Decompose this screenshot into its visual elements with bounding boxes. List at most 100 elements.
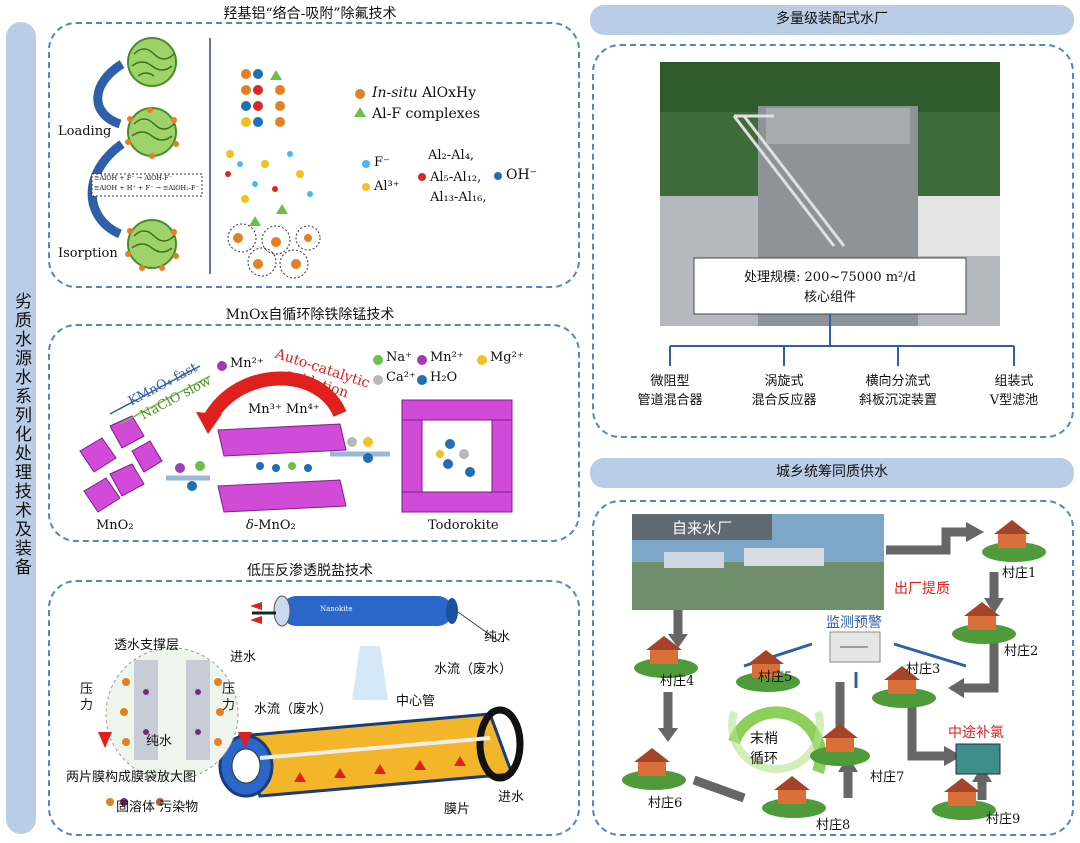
pressure-right-label: 压力 — [222, 682, 236, 713]
legend-na-dot — [373, 355, 383, 365]
village-6: 村庄6 — [648, 796, 683, 811]
end-loop-label-2: 循环 — [750, 751, 778, 767]
monitor-label: 监测预警 — [826, 615, 882, 631]
delta-symbol: δ — [246, 518, 254, 533]
water-plant-label: 自来水厂 — [672, 519, 733, 537]
legend-ca-dot — [373, 375, 383, 385]
component-filter-l1: 组装式 — [994, 374, 1034, 389]
solute-label: 固溶体 污染物 — [116, 800, 199, 815]
legend-mg-dot — [477, 355, 487, 365]
membrane-sheet-label: 膜片 — [444, 802, 471, 817]
legend-alf-triangle — [354, 107, 366, 117]
membrane-pouch-zoom — [98, 647, 252, 781]
ion-oh-label: OH⁻ — [506, 167, 538, 183]
todorokite-structure — [401, 399, 513, 513]
flow-waste-label-1: 水流（废水） — [434, 662, 513, 677]
al-species-1: Al₂-Al₄, — [428, 148, 475, 163]
legend-na: Na⁺ — [386, 350, 412, 365]
village-1: 村庄1 — [1002, 566, 1037, 581]
legend-alox-dot — [355, 89, 365, 99]
adsorbent-sphere-top — [127, 37, 177, 87]
village-3: 村庄3 — [906, 662, 941, 677]
ro-diagram — [98, 595, 524, 806]
inner-pure-water-label: 纯水 — [146, 734, 173, 749]
mn-removal-diagram — [79, 355, 513, 513]
membrane-pouch-label: 两片膜构成膜袋放大图 — [66, 770, 197, 785]
component-mixer-l2: 管道混合器 — [637, 393, 703, 408]
component-settler-l1: 横向分流式 — [865, 374, 931, 389]
panel-urban-rural-supply: 自来水厂 出厂提质 监测预警 末梢 循环 中途补氯 村庄1 村庄2 村庄3 村庄… — [592, 500, 1074, 836]
flow-arrows — [294, 756, 466, 782]
legend-mn-dot — [417, 355, 427, 365]
village-4: 村庄4 — [660, 674, 695, 689]
support-layer-label: 透水支撑层 — [114, 638, 180, 653]
village-5: 村庄5 — [758, 670, 793, 685]
end-loop-label-1: 末梢 — [750, 731, 778, 747]
feed-in-label: 进水 — [230, 650, 257, 665]
al-species-2: Al₅-Al₁₂, — [430, 170, 482, 185]
scale-box — [693, 257, 967, 315]
panel-ro-desalination: Nanokite 透水支撑层 压力 压力 纯水 进水 纯水 水流（废水） 水流（… — [48, 580, 580, 836]
kmno4-arrow — [109, 365, 201, 415]
component-filter: 组装式 V型滤池 — [964, 372, 1064, 410]
panel4-title: 多量级装配式水厂 — [590, 5, 1074, 35]
flow-waste-label-2: 水流（废水） — [254, 702, 333, 717]
adsorbent-sphere-bottom — [125, 219, 179, 271]
ro-inlet-arrows — [250, 602, 262, 624]
legend-h2o-dot — [417, 375, 427, 385]
plant-scale-label: 处理规模: 200~75000 m²/d — [744, 270, 916, 285]
panel3-title: 低压反渗透脱盐技术 — [247, 563, 373, 579]
mno2-label: MnO₂ — [96, 518, 134, 533]
isorption-label: Isorption — [58, 246, 118, 261]
loading-label: Loading — [58, 124, 112, 139]
legend-f-dot — [362, 160, 370, 168]
legend-mn-top-dot — [217, 361, 227, 371]
legend-alf: Al-F complexes — [372, 106, 481, 122]
panel-defluoridation: Loading Isorption ≡AlOH + F⁻ → AlOH-F⁻ ≡… — [48, 22, 580, 288]
legend-mg: Mg²⁺ — [490, 350, 524, 365]
mid-chlorination-label: 中途补氯 — [948, 725, 1004, 741]
mn2-label: Mn²⁺ — [230, 356, 264, 371]
pressure-left-label: 压力 — [80, 682, 94, 713]
ro-module — [252, 595, 458, 627]
autocatalytic-arrowhead — [196, 412, 222, 434]
panel-mn-removal: Mn²⁺ Auto-catalytic oxidation KMnO₄ fast… — [48, 324, 580, 542]
todorokite-label: Todorokite — [428, 518, 499, 533]
ion-exchange-column — [225, 69, 321, 279]
naclo-arrow — [119, 375, 211, 425]
village-2: 村庄2 — [1004, 644, 1039, 659]
autocatalytic-arrow — [203, 371, 347, 422]
core-components-label: 核心组件 — [803, 290, 856, 305]
panel5-title: 城乡统筹同质供水 — [590, 458, 1074, 488]
village-8: 村庄8 — [816, 818, 851, 833]
solute-dot-1 — [106, 798, 114, 806]
pressure-beam — [352, 646, 388, 700]
membrane-cylinder — [218, 706, 524, 798]
legend-alox-text: AlOxHy — [422, 85, 477, 101]
component-filter-l2: V型滤池 — [989, 393, 1039, 408]
stair-railing — [732, 114, 846, 247]
plant-photo — [660, 62, 1015, 366]
center-pipe-label: 中心管 — [396, 694, 436, 709]
component-tree — [669, 314, 1015, 366]
component-reactor-l1: 涡旋式 — [764, 374, 804, 389]
loading-arrow — [93, 60, 125, 129]
feed-in-label-2: 进水 — [498, 790, 525, 805]
component-mixer: 微阻型管道混合器 — [620, 372, 720, 410]
plant-label-bg — [632, 514, 772, 540]
component-settler: 横向分流式斜板沉淀装置 — [840, 372, 956, 410]
side-category-bar: 劣质水源水系列化处理技术及装备 — [6, 22, 36, 834]
pollutant-dot — [156, 798, 164, 806]
solute-dot-2 — [120, 798, 128, 806]
component-reactor: 涡旋式混合反应器 — [734, 372, 834, 410]
village-7: 村庄7 — [870, 770, 905, 785]
flow-arrows-gray — [663, 527, 999, 803]
delta-mno2-layers — [217, 423, 347, 513]
ro-brand: Nanokite — [320, 605, 353, 613]
legend-oh-dot — [494, 172, 502, 180]
delta-mno2-text: -MnO₂ — [253, 518, 296, 533]
ion-f-label: F⁻ — [374, 155, 390, 170]
interlayer-ions — [256, 462, 312, 472]
panel2-title: MnOx自循环除铁除锰技术 — [225, 307, 395, 323]
legend-ca: Ca²⁺ — [386, 370, 416, 385]
